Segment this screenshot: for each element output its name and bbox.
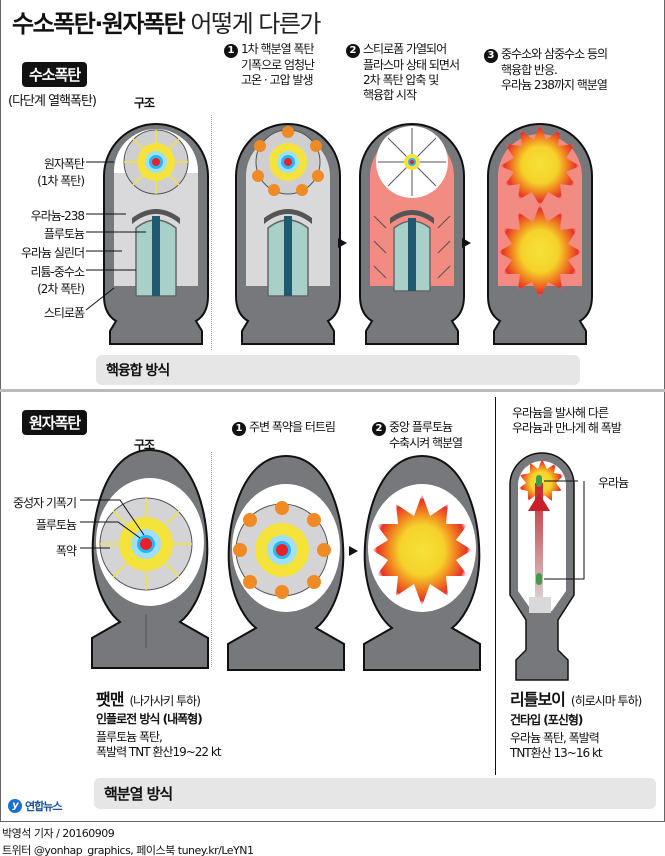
hydrogen-structure-divider <box>211 115 212 350</box>
littleboy-type: 건타입 (포신형) <box>510 713 583 727</box>
fatman-stage-1-diagram <box>227 454 345 671</box>
label-uranium-cylinder: 우라늄 실린더 <box>20 246 85 260</box>
section-divider <box>0 389 665 392</box>
label-lithium-deuteride: 리튬-중수소 (2차 폭탄) <box>30 265 85 296</box>
fatman-structure-diagram <box>91 448 209 669</box>
fusion-method-band: 핵융합 방식 <box>96 355 580 385</box>
hydrogen-bomb-tag: 수소폭탄 <box>22 62 88 87</box>
atomic-structure-label: 구조 <box>134 438 155 452</box>
social-credit: 트위터 @yonhap_graphics, 페이스북 tuney.kr/LeYN… <box>2 844 254 856</box>
hydrogen-stage-3-diagram <box>487 123 593 345</box>
page-title: 수소폭탄·원자폭탄 어떻게 다른가 <box>12 4 322 39</box>
fatman-description: 플루토늄 폭탄, 폭발력 TNT 환산19~22 kt <box>96 730 222 759</box>
fatman-name: 팻맨(나가사키 투하) <box>96 690 201 709</box>
label-plutonium-core: 플루토늄 <box>35 518 77 532</box>
title-bold: 수소폭탄·원자폭탄 <box>12 10 186 38</box>
label-primary-bomb: 원자폭탄 (1차 폭탄) <box>37 157 85 188</box>
fission-method-band: 핵분열 방식 <box>94 778 656 809</box>
hydrogen-subtitle: (다단계 열핵폭탄) <box>8 94 97 109</box>
littleboy-intro: 우라늄을 발사해 다른 우라늄과 만나게 해 폭발 <box>512 406 622 435</box>
arrow-next-icon <box>462 238 471 248</box>
title-light: 어떻게 다른가 <box>190 10 321 38</box>
hydrogen-stage-2-diagram <box>359 123 465 345</box>
label-neutron-initiator: 중성자 기폭기 <box>12 496 77 510</box>
littleboy-divider <box>495 397 496 775</box>
hydrogen-structure-label: 구조 <box>134 96 155 110</box>
littleboy-description: 우라늄 폭탄, 폭발력 TNT환산 13~16 kt <box>510 731 603 760</box>
atomic-structure-divider <box>211 452 212 667</box>
littleboy-name: 리틀보이(히로시마 투하) <box>510 690 642 709</box>
hydrogen-structure-diagram <box>103 123 209 345</box>
label-u238: 우라늄-238 <box>30 209 85 223</box>
hydrogen-stage-1-diagram <box>235 123 341 345</box>
label-plutonium: 플루토늄 <box>43 227 85 241</box>
hydrogen-leader-lines <box>85 161 146 311</box>
yonhap-logo-icon: y <box>8 799 22 813</box>
fatman-stage-2-diagram <box>363 454 481 671</box>
arrow-next-icon <box>338 238 347 248</box>
fatman-type: 인플로전 방식 (내폭형) <box>96 712 203 726</box>
label-explosive: 폭약 <box>55 544 77 558</box>
label-styrofoam: 스티로폼 <box>43 306 85 320</box>
yonhap-logo: y 연합뉴스 <box>8 798 62 814</box>
arrow-next-icon <box>349 546 358 556</box>
atomic-bomb-tag: 원자폭탄 <box>22 410 88 435</box>
label-uranium: 우라늄 <box>598 476 629 490</box>
littleboy-diagram <box>509 452 585 681</box>
reporter-credit: 박영석 기자 / 20160909 <box>2 827 115 840</box>
